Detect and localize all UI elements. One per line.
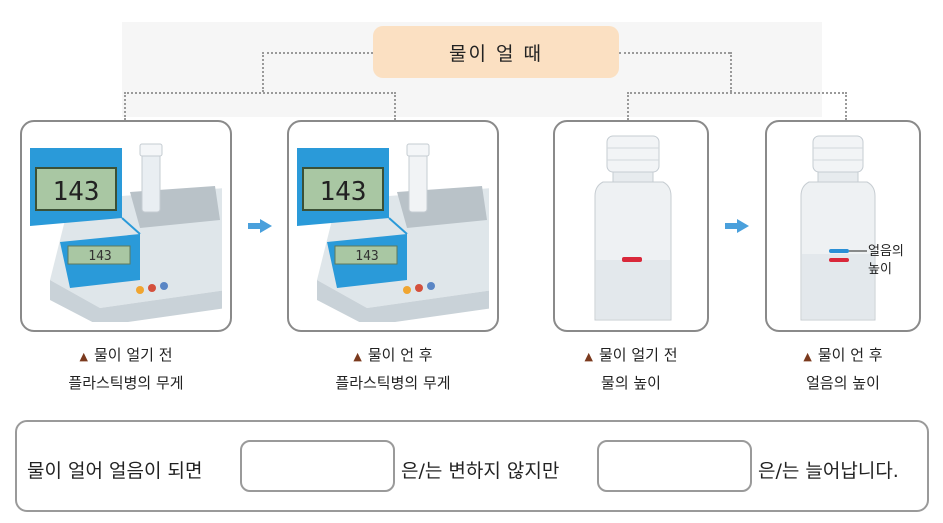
caption-bottle-after: ▲ 물이 언 후 얼음의 높이 <box>733 342 943 396</box>
page-title: 물이 얼 때 <box>373 26 619 78</box>
connector-right-horizontal <box>619 52 730 54</box>
scale-illustration: 143 143 <box>297 130 489 322</box>
answer-blank-1[interactable] <box>240 440 395 492</box>
caption-line2: 얼음의 높이 <box>806 374 880 392</box>
arrow-right-icon <box>725 219 749 233</box>
caption-scale-before: ▲ 물이 얼기 전 플라스틱병의 무게 <box>16 342 236 396</box>
sentence-part1: 물이 얼어 얼음이 되면 <box>27 460 203 482</box>
scale-display-digits: 143 <box>355 249 378 264</box>
connector-left-drop <box>262 52 264 92</box>
scale-after-card: 143 143 <box>287 120 499 332</box>
triangle-marker-icon: ▲ <box>353 350 362 363</box>
bottle-illustration <box>563 130 699 322</box>
ice-level-marker <box>829 249 849 253</box>
scale-zoom-digits: 143 <box>53 177 100 207</box>
scale-before-card: 143 143 <box>20 120 232 332</box>
fill-in-sentence: 물이 얼어 얼음이 되면 은/는 변하지 않지만 은/는 늘어납니다. <box>15 420 929 512</box>
scale-display-digits: 143 <box>88 249 111 264</box>
arrow-right-icon <box>248 219 272 233</box>
bottle-illustration: 얼음의 높이 <box>775 130 911 322</box>
scale-zoom-digits: 143 <box>320 177 367 207</box>
sentence-part2: 은/는 변하지 않지만 <box>401 460 560 482</box>
caption-line1: 물이 언 후 <box>817 346 883 364</box>
answer-blank-2[interactable] <box>597 440 752 492</box>
ice-height-annotation-line1: 얼음의 <box>868 244 904 259</box>
scale-after-image: 143 143 <box>297 130 489 322</box>
connector-right-bracket <box>627 92 847 120</box>
caption-line2: 플라스틱병의 무게 <box>335 374 451 392</box>
caption-scale-after: ▲ 물이 언 후 플라스틱병의 무게 <box>283 342 503 396</box>
caption-line1: 물이 얼기 전 <box>598 346 678 364</box>
caption-line2: 플라스틱병의 무게 <box>68 374 184 392</box>
ice-height-annotation-line2: 높이 <box>868 262 892 277</box>
triangle-marker-icon: ▲ <box>584 350 593 363</box>
bottle-after-image: 얼음의 높이 <box>775 130 911 322</box>
scale-illustration: 143 143 <box>30 130 222 322</box>
triangle-marker-icon: ▲ <box>79 350 88 363</box>
bottle-after-card: 얼음의 높이 <box>765 120 921 332</box>
bottle-before-image <box>563 130 699 322</box>
caption-line1: 물이 언 후 <box>367 346 433 364</box>
caption-line2: 물의 높이 <box>601 374 661 392</box>
connector-right-drop <box>730 52 732 92</box>
water-level-marker <box>829 258 849 262</box>
caption-line1: 물이 얼기 전 <box>93 346 173 364</box>
connector-left-bracket <box>124 92 396 120</box>
triangle-marker-icon: ▲ <box>803 350 812 363</box>
water-level-marker <box>622 257 642 262</box>
caption-bottle-before: ▲ 물이 얼기 전 물의 높이 <box>521 342 741 396</box>
bottle-before-card <box>553 120 709 332</box>
sentence-part3: 은/는 늘어납니다. <box>758 460 899 482</box>
connector-left-horizontal <box>262 52 373 54</box>
scale-before-image: 143 143 <box>30 130 222 322</box>
